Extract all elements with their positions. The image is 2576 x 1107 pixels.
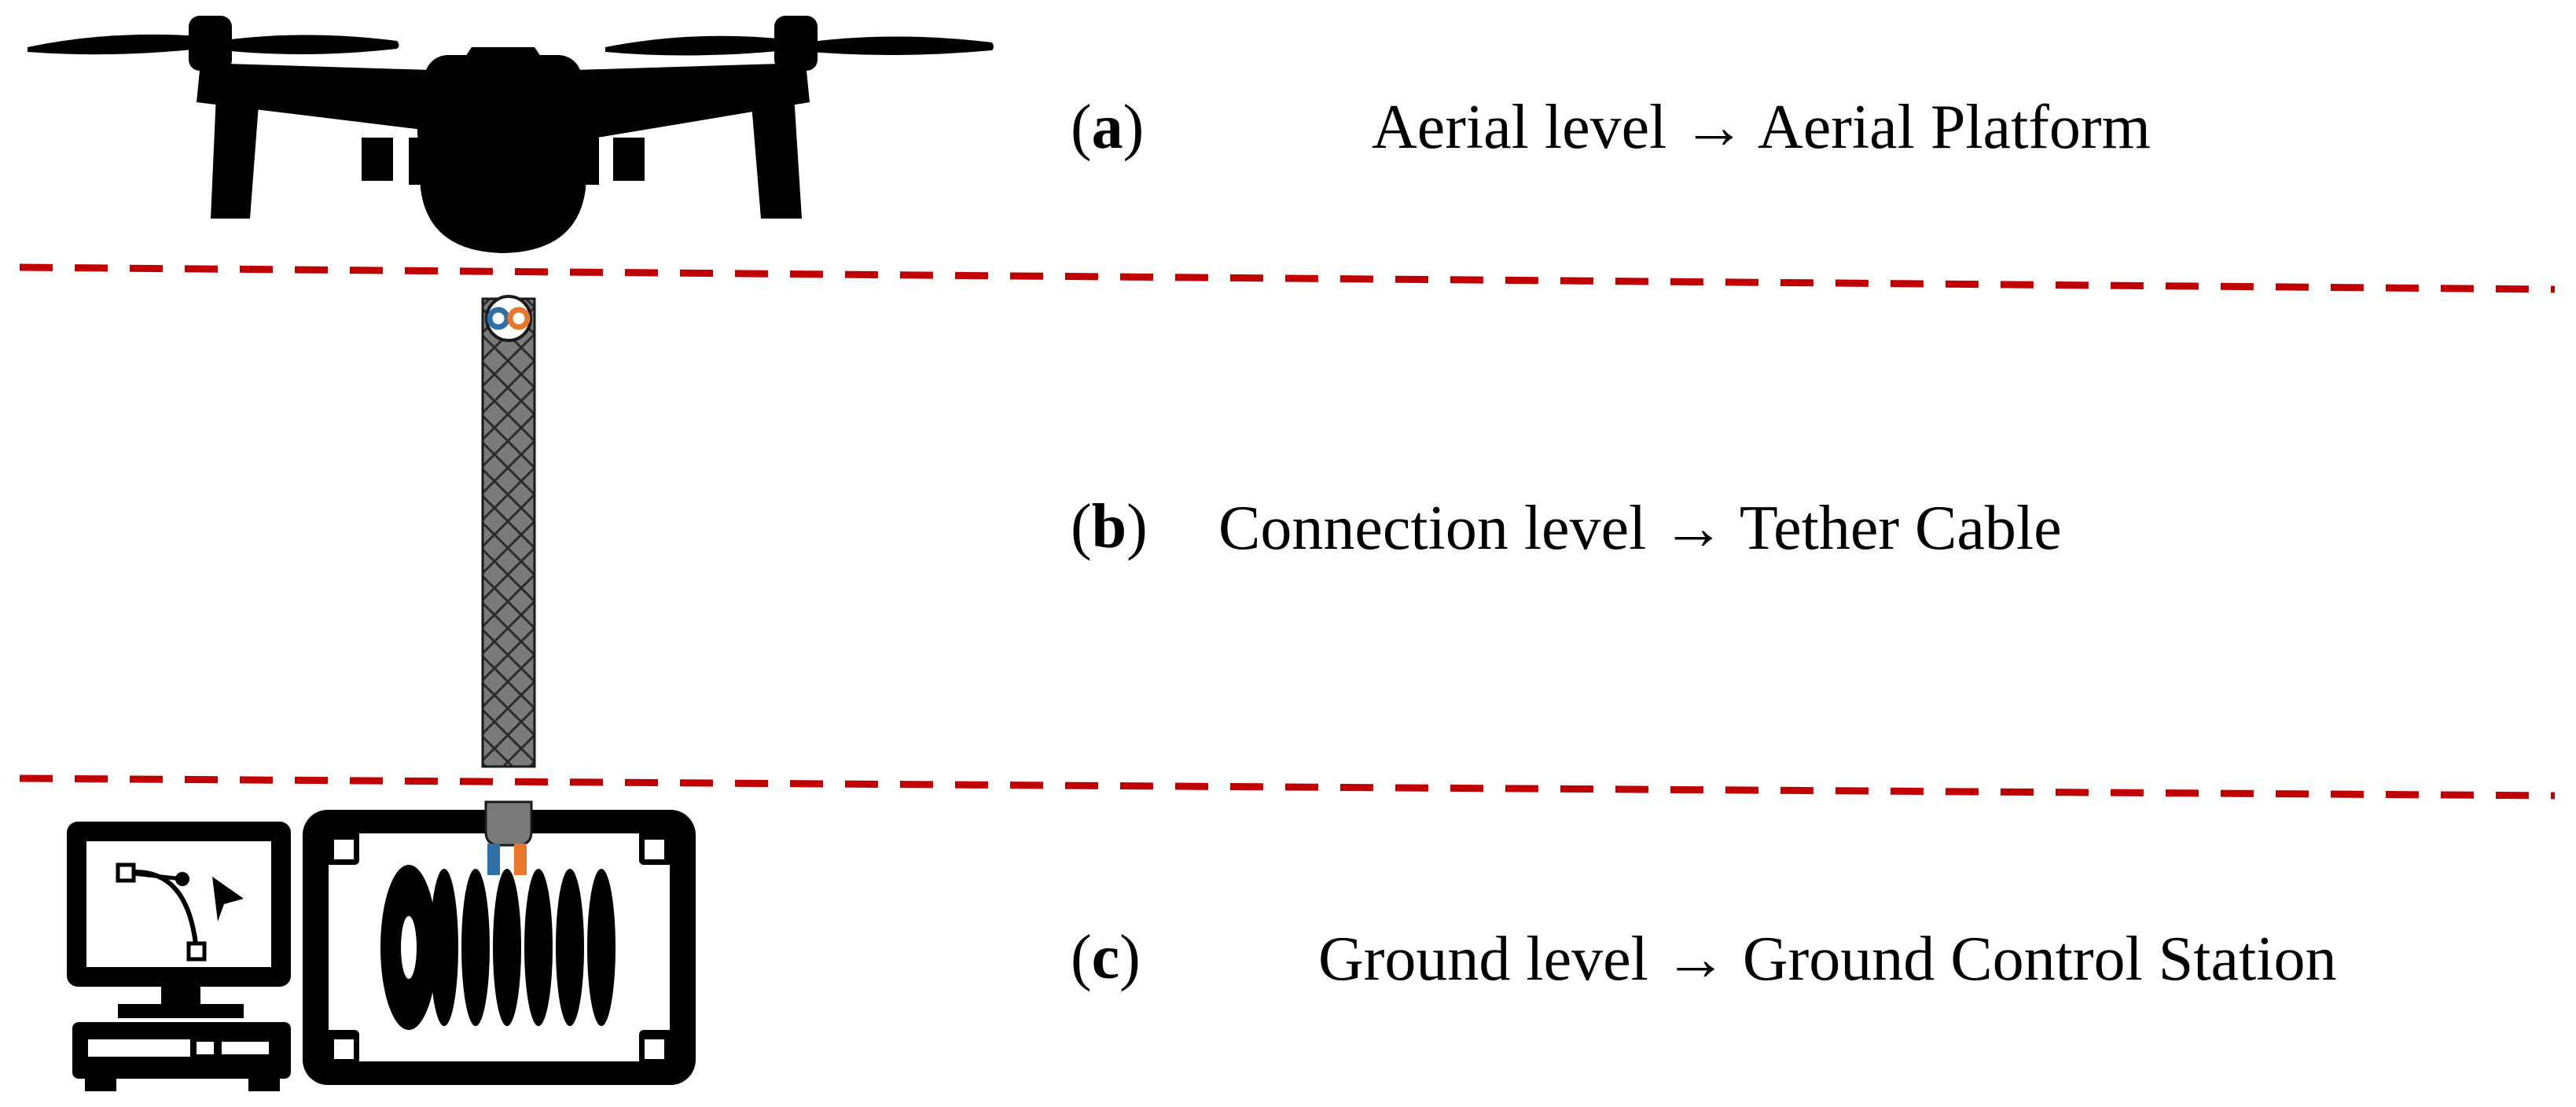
level-name: Aerial level — [1372, 93, 1667, 162]
drone-icon — [28, 16, 994, 253]
level-tag-c: (c) — [1071, 923, 1141, 992]
level-name: Connection level — [1218, 494, 1647, 563]
level-description-ground: Ground level → Ground Control Station — [1318, 928, 2336, 991]
level-row-ground: (c) — [1071, 926, 1141, 989]
component-name: Tether Cable — [1739, 494, 2062, 563]
level-tag-b: (b) — [1071, 492, 1148, 561]
cable-reel-icon — [303, 800, 696, 1085]
level-tag-a: (a) — [1071, 93, 1145, 162]
computer-icon — [67, 822, 291, 1091]
level-row-aerial: (a) — [1071, 96, 1144, 159]
tether-cable-icon — [481, 295, 536, 768]
level-row-connection: (b) — [1071, 495, 1148, 558]
level-description-aerial: Aerial level → Aerial Platform — [1372, 96, 2151, 159]
divider-aerial-connection — [19, 263, 2556, 293]
arrow-icon: → — [1662, 494, 1725, 563]
level-name: Ground level — [1318, 925, 1648, 994]
component-name: Aerial Platform — [1757, 93, 2151, 162]
arrow-icon: → — [1663, 925, 1727, 994]
arrow-icon: → — [1682, 93, 1746, 162]
level-description-connection: Connection level → Tether Cable — [1218, 497, 2062, 560]
divider-connection-ground — [19, 774, 2556, 800]
component-name: Ground Control Station — [1742, 925, 2337, 994]
